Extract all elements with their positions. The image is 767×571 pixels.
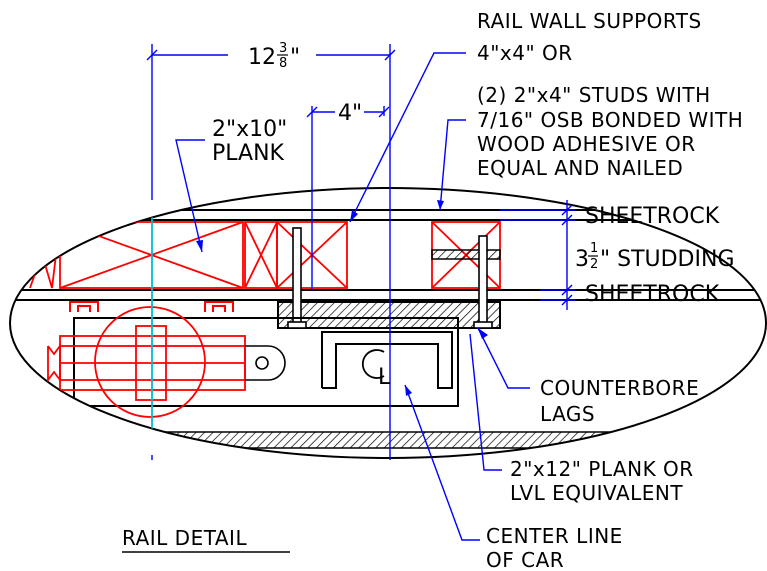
c-channel [321,331,453,389]
centerline-symbol: L [361,349,391,390]
label-studs-line2: 7/16" OSB BONDED WITH [477,108,743,132]
centerline-symbol-letter: L [378,365,391,390]
label-center-line-line2: OF CAR [486,548,564,571]
detail-contents [10,200,766,458]
label-2x10-line2: PLANK [212,141,285,166]
dimension-12-3-8 [146,44,396,460]
plank-2x12-hatched [277,301,501,329]
leader-arrowheads [196,200,488,396]
studding-whole: 3 [575,247,589,272]
label-2x12-line1: 2"x12" PLANK OR [510,457,694,481]
detail-ellipse [9,187,767,459]
studding-text: " STUDDING [600,247,735,272]
dim-12-den: 8 [279,56,287,71]
dim-12-whole: 12 [248,45,276,70]
studding-frac-den: 2 [590,257,598,272]
label-sheetrock-bottom: SHEETROCK [585,282,720,307]
label-studs-line4: EQUAL AND NAILED [477,156,683,180]
title-rail-detail: RAIL DETAIL [122,526,290,553]
dimension-sheetrock [500,200,575,310]
label-counterbore-line2: LAGS [540,402,595,426]
sheetrock-strip [431,249,501,260]
label-studding: 3 1 2 " STUDDING [575,241,735,272]
dim-4-label: 4" [338,101,362,126]
studding-frac-num: 1 [590,241,598,256]
rail-channels [69,301,234,312]
label-counterbore-line1: COUNTERBORE [540,376,699,400]
label-4x4-or: 4"x4" OR [477,41,573,65]
dim-12-label: 12 3 8 " [248,41,300,71]
label-studs-line3: WOOD ADHESIVE OR [477,132,696,156]
truck-frame [73,317,459,407]
title-rail-detail-text: RAIL DETAIL [122,526,247,550]
dim-12-num: 3 [279,41,287,56]
label-sheetrock-top: SHEETROCK [585,204,720,229]
label-2x12-line2: LVL EQUIVALENT [510,481,683,505]
leader-lines [175,52,530,541]
label-rail-wall-supports: RAIL WALL SUPPORTS [477,9,702,33]
label-studs-line1: (2) 2"x4" STUDS WITH [477,83,711,107]
dimension-4 [306,106,390,290]
label-center-line-line1: CENTER LINE [486,524,623,548]
floor-hatched [10,431,766,449]
axle-link [245,345,286,381]
dim-12-inch: " [290,45,300,70]
lag-bolts [287,227,493,329]
label-2x10-line1: 2"x10" [212,117,287,142]
